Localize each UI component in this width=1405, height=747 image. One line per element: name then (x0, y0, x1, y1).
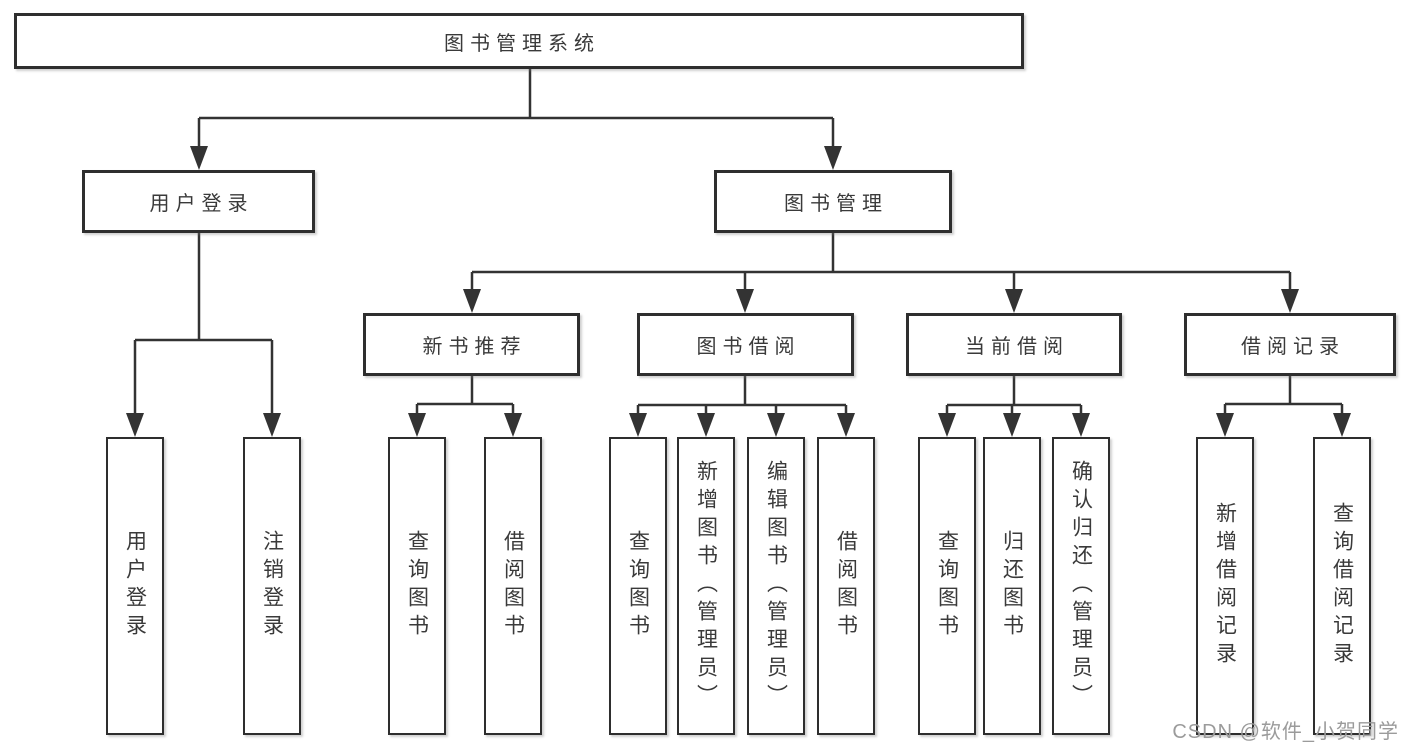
node-label: 归还图书 (1000, 530, 1024, 642)
connector-new-book-children (408, 376, 522, 437)
leaf-records-add-record: 新增借阅记录 (1196, 437, 1254, 735)
node-label: 注销登录 (260, 530, 284, 642)
leaf-user-login: 用户登录 (106, 437, 164, 735)
leaf-borrowing-query-books: 查询图书 (609, 437, 667, 735)
leaf-borrowing-add-books-admin: 新增图书（管理员） (677, 437, 735, 735)
node-label: 借阅记录 (1241, 336, 1345, 358)
csdn-watermark: CSDN @软件_小贺同学 (1172, 721, 1399, 743)
node-label: 用户登录 (149, 193, 254, 215)
leaf-borrowing-borrow-books: 借阅图书 (817, 437, 875, 735)
leaf-current-return-books: 归还图书 (983, 437, 1041, 735)
node-user-login: 用户登录 (82, 170, 315, 233)
node-book-borrowing: 图书借阅 (637, 313, 854, 376)
node-label: 当前借阅 (965, 336, 1069, 358)
leaf-logout: 注销登录 (243, 437, 301, 735)
connector-current-borrowing-children (938, 376, 1090, 437)
leaf-current-confirm-return-admin: 确认归还（管理员） (1052, 437, 1110, 735)
connector-borrowing-records-children (1216, 376, 1351, 437)
node-label: 查询图书 (626, 530, 650, 642)
connector-user-login-children (126, 233, 281, 437)
node-label: 新增图书（管理员） (694, 460, 718, 712)
leaf-current-query-books: 查询图书 (918, 437, 976, 735)
node-borrowing-records: 借阅记录 (1184, 313, 1396, 376)
node-label: 编辑图书（管理员） (764, 460, 788, 712)
node-label: 图书管理 (784, 193, 888, 215)
node-root-system: 图书管理系统 (14, 13, 1024, 69)
node-label: 确认归还（管理员） (1069, 460, 1093, 712)
node-label: 查询图书 (405, 530, 429, 642)
node-label: 借阅图书 (501, 530, 525, 642)
leaf-recommend-borrow-books: 借阅图书 (484, 437, 542, 735)
node-label: 新增借阅记录 (1213, 502, 1237, 670)
node-current-borrowing: 当前借阅 (906, 313, 1122, 376)
node-label: 用户登录 (123, 530, 147, 642)
leaf-recommend-query-books: 查询图书 (388, 437, 446, 735)
node-book-management: 图书管理 (714, 170, 952, 233)
node-label: 图书管理系统 (444, 32, 600, 55)
connector-book-borrowing-children (629, 376, 855, 437)
node-label: 查询借阅记录 (1330, 502, 1354, 670)
node-label: 借阅图书 (834, 530, 858, 642)
connector-book-management-children (463, 233, 1299, 313)
node-label: 新书推荐 (422, 336, 527, 358)
connector-root-to-level1 (190, 69, 842, 170)
node-label: 查询图书 (935, 530, 959, 642)
node-label: 图书借阅 (696, 336, 801, 358)
node-new-book-recommend: 新书推荐 (363, 313, 580, 376)
leaf-borrowing-edit-books-admin: 编辑图书（管理员） (747, 437, 805, 735)
leaf-records-query-record: 查询借阅记录 (1313, 437, 1371, 735)
